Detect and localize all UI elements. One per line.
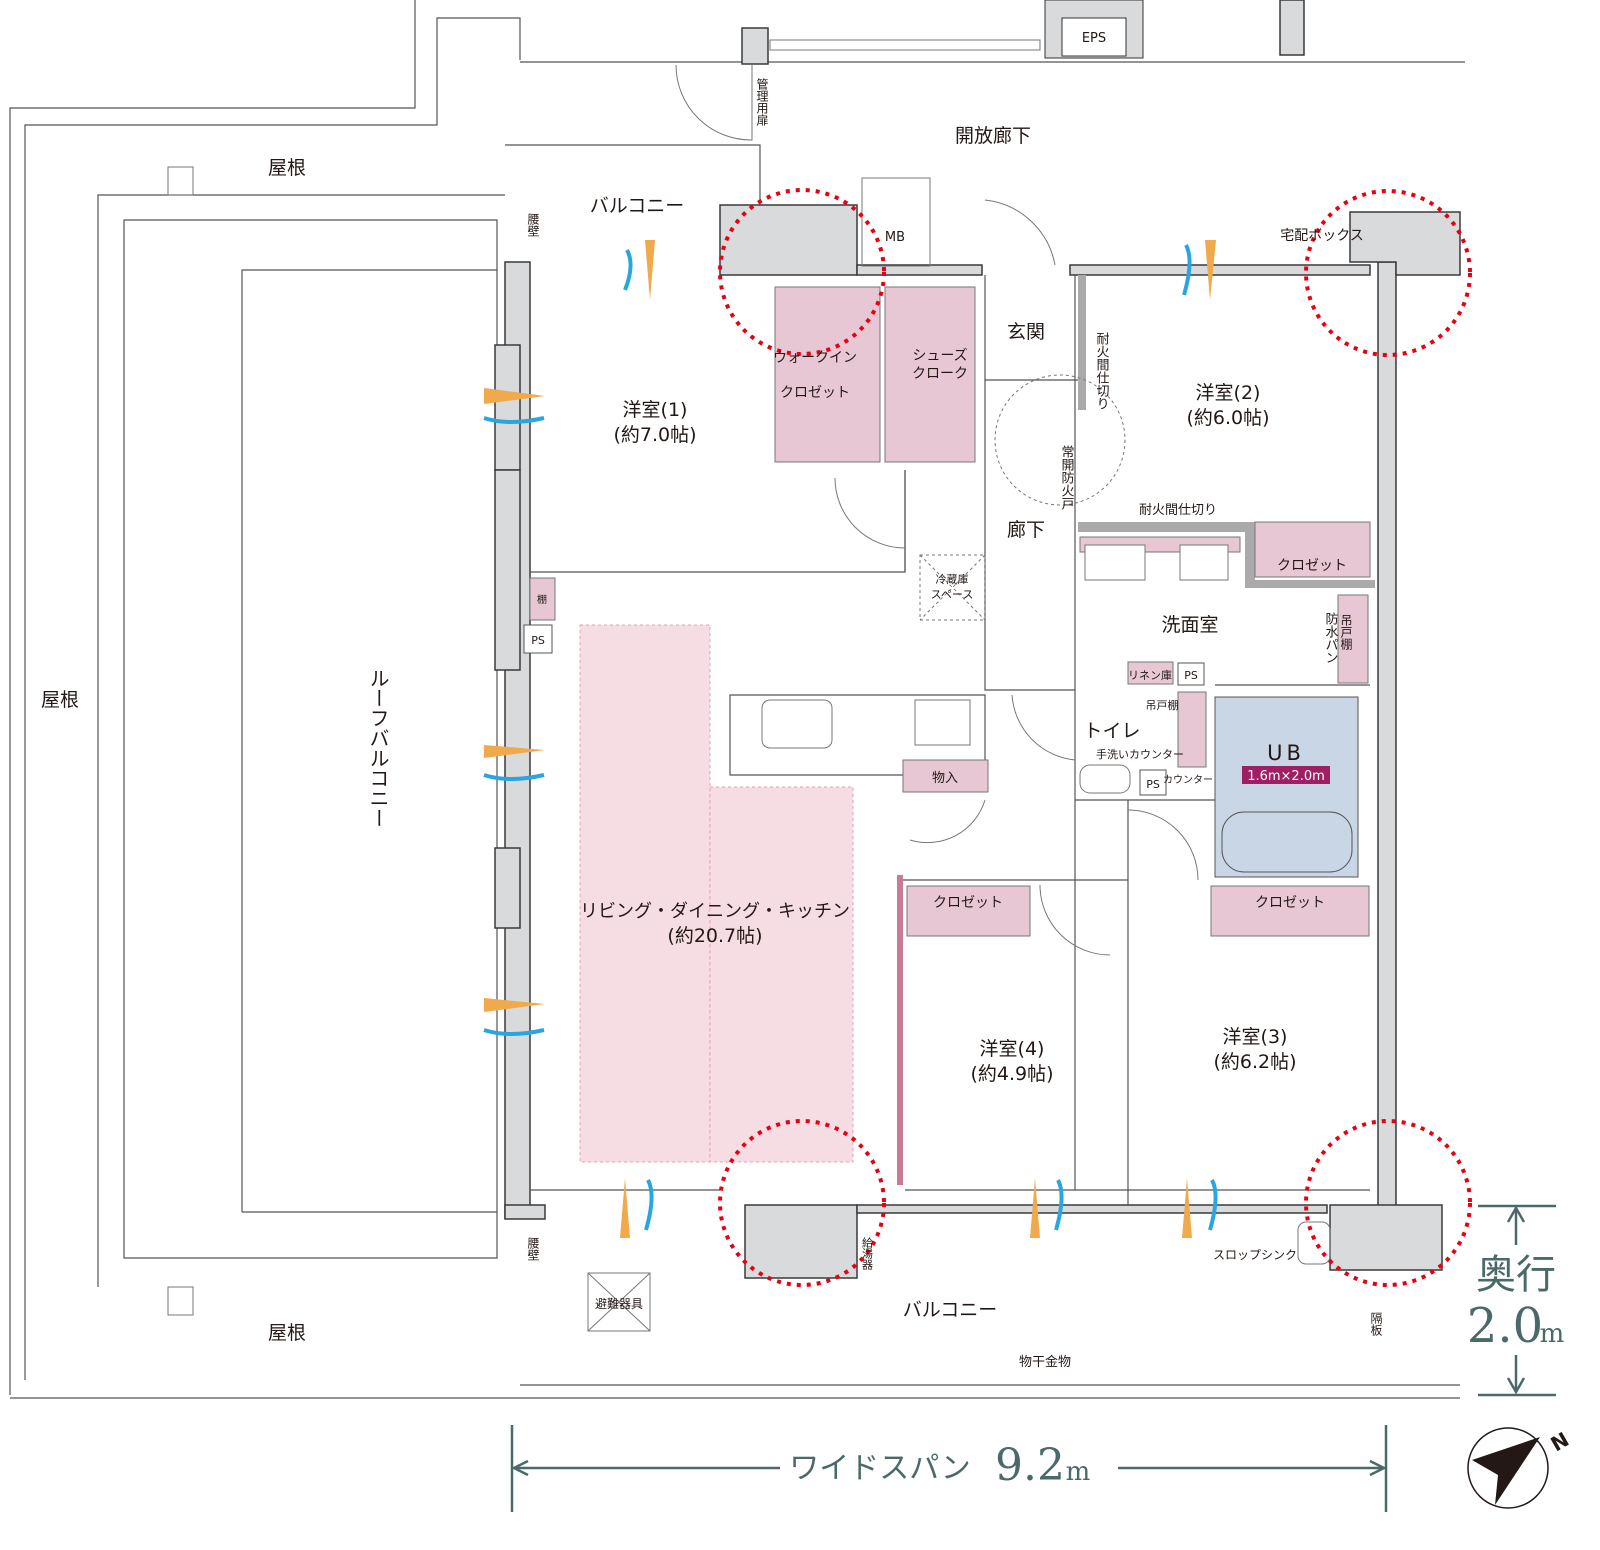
hand-wash-counter-label: 手洗いカウンター bbox=[1096, 747, 1184, 761]
ub-label: UB bbox=[1267, 741, 1305, 765]
linen-label: リネン庫 bbox=[1128, 668, 1172, 682]
shoes-cloak-label: シューズ bbox=[912, 348, 967, 364]
closet-label: クロゼット bbox=[1255, 895, 1325, 911]
partition-board-label: 隔板 bbox=[1369, 1312, 1383, 1337]
walkin-closet-label: ウォークイン bbox=[773, 350, 857, 366]
entrance-label: 玄関 bbox=[1007, 321, 1045, 343]
column bbox=[741, 27, 769, 65]
hanging-shelf-label: 吊戸棚 bbox=[1339, 614, 1353, 651]
room4-name: 洋室(4) bbox=[980, 1038, 1045, 1060]
shoes-cloak-label: クローク bbox=[912, 366, 968, 382]
laundry-hanger-label: 物干金物 bbox=[1019, 1354, 1071, 1370]
ub-size-badge bbox=[1242, 766, 1330, 784]
roof-balcony-label: ルーフバルコニー bbox=[366, 668, 390, 828]
ub-size: 1.6m×2.0m bbox=[1247, 769, 1325, 784]
ldk-floor bbox=[579, 624, 711, 1163]
door-swing bbox=[834, 477, 906, 549]
storage-label: 物入 bbox=[932, 771, 958, 786]
fire-door-label: 常開防火戸 bbox=[1059, 445, 1075, 510]
room4-size: (約4.9帖) bbox=[970, 1063, 1053, 1085]
balcony-label: バルコニー bbox=[590, 195, 685, 217]
hanging-shelf-label: 吊戸棚 bbox=[1146, 698, 1179, 712]
room3-name: 洋室(3) bbox=[1223, 1026, 1288, 1048]
depth-unit: m bbox=[1540, 1319, 1565, 1349]
fire-partition-label: 耐火間仕切り bbox=[1139, 503, 1217, 518]
delivery-box-label: 宅配ボックス bbox=[1280, 228, 1364, 244]
shelf-label: 棚 bbox=[537, 593, 547, 606]
ldk-size: (約20.7帖) bbox=[667, 925, 762, 947]
span-label: ワイドスパン bbox=[789, 1451, 971, 1486]
slop-sink-label: スロップシンク bbox=[1213, 1248, 1297, 1262]
ventilation-icons bbox=[483, 240, 1218, 1238]
unit-bath bbox=[1214, 696, 1359, 878]
room3-size: (約6.2帖) bbox=[1213, 1051, 1296, 1073]
span-unit: m bbox=[1066, 1457, 1091, 1487]
highlight-circles bbox=[718, 188, 1472, 1287]
fridge-space-label: 冷蔵庫 bbox=[936, 572, 969, 586]
room1-name: 洋室(1) bbox=[623, 399, 688, 421]
management-door-label: 管理用扉 bbox=[755, 77, 769, 126]
washroom-label: 洗面室 bbox=[1161, 614, 1218, 636]
eps-label: EPS bbox=[1082, 31, 1106, 46]
roof-label: 屋根 bbox=[41, 689, 79, 711]
closet-label: クロゼット bbox=[1277, 558, 1347, 574]
waterproof-pan-label: 防水パン bbox=[1323, 611, 1339, 664]
parapet-label: 腰壁 bbox=[526, 213, 540, 237]
toilet-label: トイレ bbox=[1083, 720, 1140, 742]
depth-value: 2.0 bbox=[1467, 1298, 1543, 1354]
entrance-door bbox=[984, 199, 1056, 266]
hallway-label: 廊下 bbox=[1007, 519, 1045, 541]
room2-name: 洋室(2) bbox=[1196, 382, 1261, 404]
north-compass-icon: N bbox=[1467, 1427, 1574, 1509]
roof-outline bbox=[9, 0, 1465, 1399]
ps-label: PS bbox=[531, 634, 545, 647]
room1-size: (約7.0帖) bbox=[613, 424, 696, 446]
ps-label: PS bbox=[1184, 669, 1198, 682]
north-label: N bbox=[1547, 1427, 1574, 1456]
span-dimension bbox=[510, 1425, 1388, 1512]
balcony-label: バルコニー bbox=[903, 1299, 998, 1321]
roof-label: 屋根 bbox=[268, 157, 306, 179]
depth-dimension bbox=[1478, 1204, 1556, 1397]
fridge-space-label: スペース bbox=[931, 588, 974, 601]
room-labels: 屋根 屋根 屋根 開放廊下 EPS 管理用扉 バルコニー 腰壁 腰壁 MB 宅配… bbox=[41, 31, 1383, 1370]
open-corridor-label: 開放廊下 bbox=[955, 125, 1031, 147]
depth-label: 奥行 bbox=[1476, 1252, 1556, 1298]
water-heater-label: 給湯器 bbox=[861, 1236, 874, 1271]
evacuation-label: 避難器具 bbox=[595, 1296, 643, 1311]
fire-partition-label: 耐火間仕切り bbox=[1094, 332, 1110, 410]
parapet-label: 腰壁 bbox=[526, 1237, 540, 1261]
room2-size: (約6.0帖) bbox=[1186, 407, 1269, 429]
evacuation-hatch bbox=[587, 1272, 651, 1332]
ldk-name: リビング・ダイニング・キッチン bbox=[580, 901, 850, 922]
span-value: 9.2 bbox=[995, 1440, 1065, 1491]
roof-label: 屋根 bbox=[268, 1322, 306, 1344]
ps-label: PS bbox=[1146, 778, 1160, 791]
walkin-closet-label: クロゼット bbox=[780, 385, 850, 401]
storage-areas bbox=[523, 286, 1371, 1163]
closet-label: クロゼット bbox=[933, 895, 1003, 911]
counter-label: カウンター bbox=[1163, 774, 1213, 786]
mb-label: MB bbox=[885, 230, 905, 245]
